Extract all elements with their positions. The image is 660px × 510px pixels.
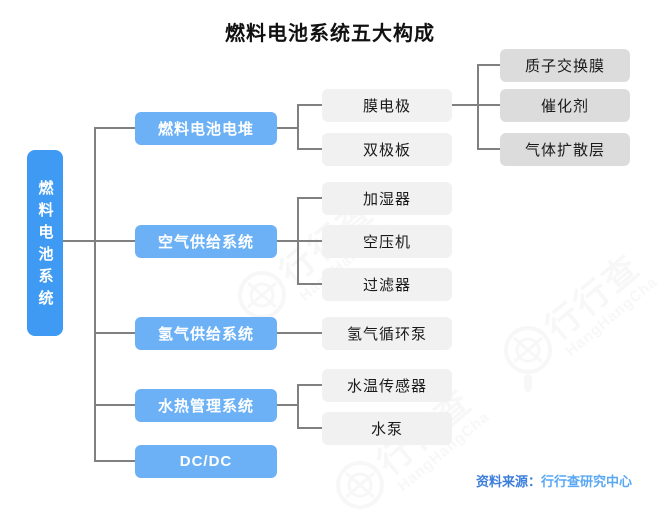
connector xyxy=(477,64,500,66)
source-prefix: 资料来源： xyxy=(475,474,541,489)
connector xyxy=(94,127,96,462)
connector xyxy=(297,240,322,242)
connector xyxy=(96,404,135,406)
magnifier-icon xyxy=(504,326,552,392)
connector xyxy=(96,127,135,129)
branch-node-air-supply: 空气供给系统 xyxy=(135,225,277,258)
connector xyxy=(297,197,322,199)
leaf-node-membrane-electrode: 膜电极 xyxy=(322,89,452,122)
branch-node-dcdc: DC/DC xyxy=(135,445,277,478)
magnifier-icon xyxy=(336,461,384,510)
leaf-node-gas-diffusion-layer: 气体扩散层 xyxy=(500,133,630,166)
leaf-node-air-compressor: 空压机 xyxy=(322,225,452,258)
connector xyxy=(297,148,322,150)
leaf-node-humidifier: 加湿器 xyxy=(322,182,452,215)
page-title: 燃料电池系统五大构成 xyxy=(225,23,435,45)
connector xyxy=(277,404,297,406)
connector xyxy=(96,240,135,242)
branch-node-thermal-management: 水热管理系统 xyxy=(135,389,277,422)
branch-node-hydrogen-supply: 氢气供给系统 xyxy=(135,317,277,350)
leaf-node-water-pump: 水泵 xyxy=(322,412,452,445)
connector xyxy=(63,240,95,242)
leaf-node-catalyst: 催化剂 xyxy=(500,89,630,122)
root-node-fuel-cell-system: 燃料电池系统 xyxy=(27,150,63,336)
connector xyxy=(477,64,479,150)
source-name: 行行查研究中心 xyxy=(540,474,632,489)
watermark-text-cn: 行行查 xyxy=(538,247,649,348)
connector xyxy=(452,104,477,106)
connector xyxy=(477,148,500,150)
branch-node-stack: 燃料电池电堆 xyxy=(135,112,277,145)
leaf-node-water-temp-sensor: 水温传感器 xyxy=(322,369,452,402)
leaf-node-proton-exchange-membrane: 质子交换膜 xyxy=(500,49,630,82)
leaf-node-bipolar-plate: 双极板 xyxy=(322,133,452,166)
connector xyxy=(96,460,135,462)
connector xyxy=(297,384,322,386)
connector xyxy=(277,240,297,242)
leaf-node-filter: 过滤器 xyxy=(322,268,452,301)
connector xyxy=(297,104,322,106)
watermark: 行行查 HangHangCha xyxy=(502,234,660,424)
connector xyxy=(277,127,297,129)
connector xyxy=(277,332,322,334)
connector xyxy=(297,384,299,429)
watermark-text: 行行查 HangHangCha xyxy=(538,247,660,360)
connector xyxy=(297,283,322,285)
connector xyxy=(297,104,299,150)
connector xyxy=(297,427,322,429)
leaf-node-hydrogen-pump: 氢气循环泵 xyxy=(322,317,452,350)
connector xyxy=(477,104,500,106)
watermark-text-en: HangHangCha xyxy=(562,273,660,360)
source-note: 资料来源：行行查研究中心 xyxy=(476,471,632,490)
connector xyxy=(96,332,135,334)
